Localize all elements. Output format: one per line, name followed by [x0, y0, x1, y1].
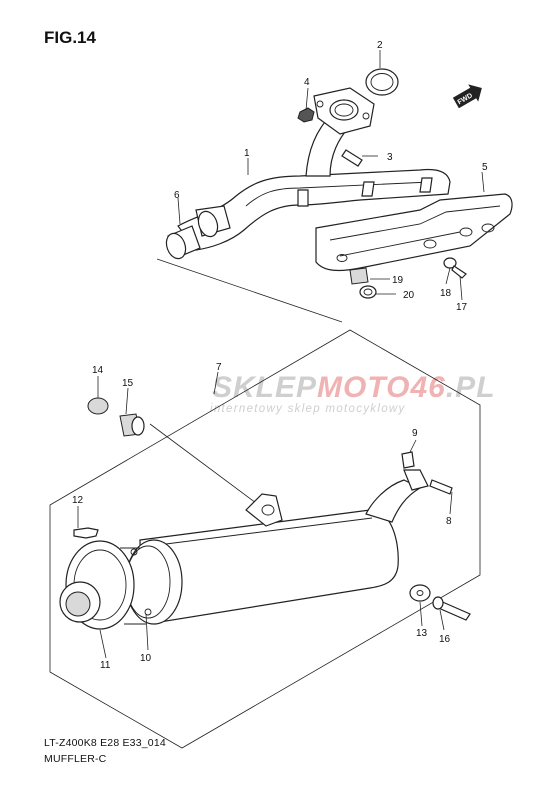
- shield-screw: [451, 265, 467, 279]
- model-code: LT-Z400K8 E28 E33_014: [44, 737, 166, 749]
- callout-18: 18: [440, 288, 452, 299]
- fwd-arrow-icon: FWD: [452, 84, 482, 109]
- grommet: [349, 267, 369, 285]
- leader-lines: [77, 50, 485, 659]
- exhaust-pipe-assembly: [165, 68, 513, 299]
- callout-1: 1: [244, 148, 250, 159]
- muffler-assembly: [59, 397, 471, 630]
- callout-14: 14: [92, 365, 104, 376]
- callout-15: 15: [122, 378, 134, 389]
- spark-arrester-bolt: [73, 527, 99, 539]
- callout-11: 11: [100, 660, 111, 671]
- callout-2: 2: [377, 40, 383, 51]
- stud-bolt: [341, 149, 363, 167]
- callout-numbers: 1 2 3 4 5 6 7 8 9 10 11 12 13 14 15 16 1…: [72, 40, 488, 671]
- assembly-link-line-lower: [149, 423, 269, 513]
- watermark-tagline: internetowy sklep motocyklowy: [210, 403, 406, 415]
- callout-8: 8: [446, 516, 452, 527]
- muffler-assembly-box: [49, 329, 481, 749]
- rubber-mount: [87, 397, 109, 415]
- muffler-mount-bracket: [245, 493, 283, 527]
- watermark-brand-tail: .PL: [446, 371, 496, 404]
- heat-shield: [315, 193, 513, 272]
- watermark-brand-accent: MOTO46: [317, 371, 446, 404]
- callout-13: 13: [416, 628, 428, 639]
- flange-nut: [297, 107, 315, 123]
- pipe-bracket-right: [419, 177, 433, 193]
- exhaust-pipe-body: [177, 168, 451, 251]
- muffler-clamp: [403, 469, 429, 491]
- callout-5: 5: [482, 162, 488, 173]
- callout-7: 7: [216, 362, 222, 373]
- callout-9: 9: [412, 428, 418, 439]
- callout-4: 4: [304, 77, 310, 88]
- watermark: SKLEPMOTO46.PL internetowy sklep motocyk…: [210, 371, 496, 415]
- callout-16: 16: [439, 634, 451, 645]
- gasket: [365, 68, 399, 96]
- figure-title: FIG.14: [44, 28, 96, 47]
- clamp-bolt: [429, 479, 453, 495]
- callout-17: 17: [456, 302, 468, 313]
- mount-washer: [409, 584, 431, 602]
- pipe-bracket-middle: [361, 181, 375, 197]
- collar: [359, 285, 377, 299]
- callout-3: 3: [387, 152, 393, 163]
- assembly-link-line-upper: [156, 258, 343, 323]
- callout-12: 12: [72, 495, 84, 506]
- callout-10: 10: [140, 653, 152, 664]
- section-name: MUFFLER-C: [44, 753, 107, 765]
- callout-19: 19: [392, 275, 404, 286]
- svg-text:SKLEPMOTO46.PL: SKLEPMOTO46.PL: [212, 371, 496, 404]
- watermark-brand-gray: SKLEP: [212, 371, 317, 404]
- callout-6: 6: [174, 190, 180, 201]
- callout-20: 20: [403, 290, 415, 301]
- pipe-bracket-left: [297, 189, 309, 207]
